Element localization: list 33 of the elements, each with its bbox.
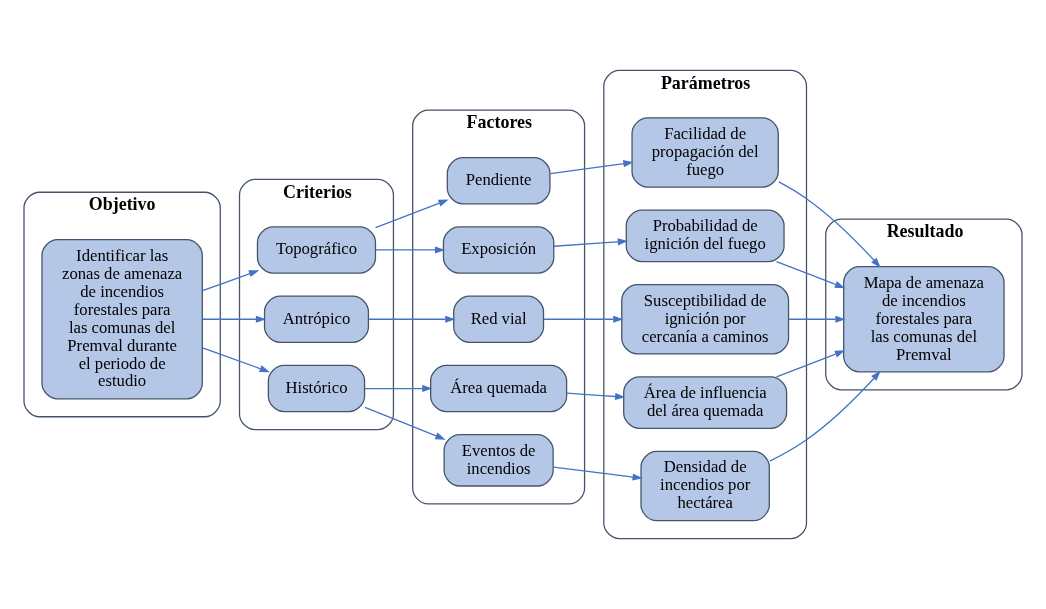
node-box: Pendiente: [446, 157, 551, 205]
arrow: [374, 199, 449, 229]
node-box: Densidad de incendios por hectárea: [640, 450, 770, 522]
node-box: Identificar las zonas de amenaza de incendios forestales para las comunas del Premval durante el periodo de estudio: [41, 239, 203, 400]
arrow: [775, 350, 846, 378]
node-box: Antrópico: [263, 295, 370, 343]
node-box: Topográfico: [256, 226, 377, 274]
node-box: Exposición: [442, 226, 555, 274]
arrow: [552, 466, 643, 481]
arrow: [364, 406, 446, 440]
arrow: [364, 384, 433, 393]
arrow: [553, 238, 628, 247]
node-box: Red vial: [453, 295, 545, 343]
arrow: [775, 261, 846, 289]
arrow: [201, 347, 270, 373]
arrow: [778, 181, 881, 268]
arrow: [368, 315, 456, 323]
node-box: Mapa de amenaza de incendios forestales para las comunas del Premval: [843, 266, 1005, 373]
arrow: [543, 315, 624, 323]
node-box: Histórico: [267, 364, 366, 413]
arrow: [549, 160, 634, 175]
node-box: Área de influencia del área quemada: [623, 376, 788, 429]
arrow: [201, 270, 260, 292]
node-box: Facilidad de propagación del fuego: [631, 117, 779, 188]
node-box: Área quemada: [430, 364, 568, 413]
node-box: Eventos de incendios: [443, 434, 554, 487]
arrow: [374, 246, 446, 254]
node-box: Susceptibilidad de ignición por cercanía a caminos: [621, 284, 790, 355]
arrow: [788, 315, 846, 323]
node-box: Probabilidad de ignición del fuego: [625, 209, 785, 263]
arrow: [566, 392, 626, 401]
arrow: [769, 370, 881, 462]
arrow: [201, 315, 267, 323]
